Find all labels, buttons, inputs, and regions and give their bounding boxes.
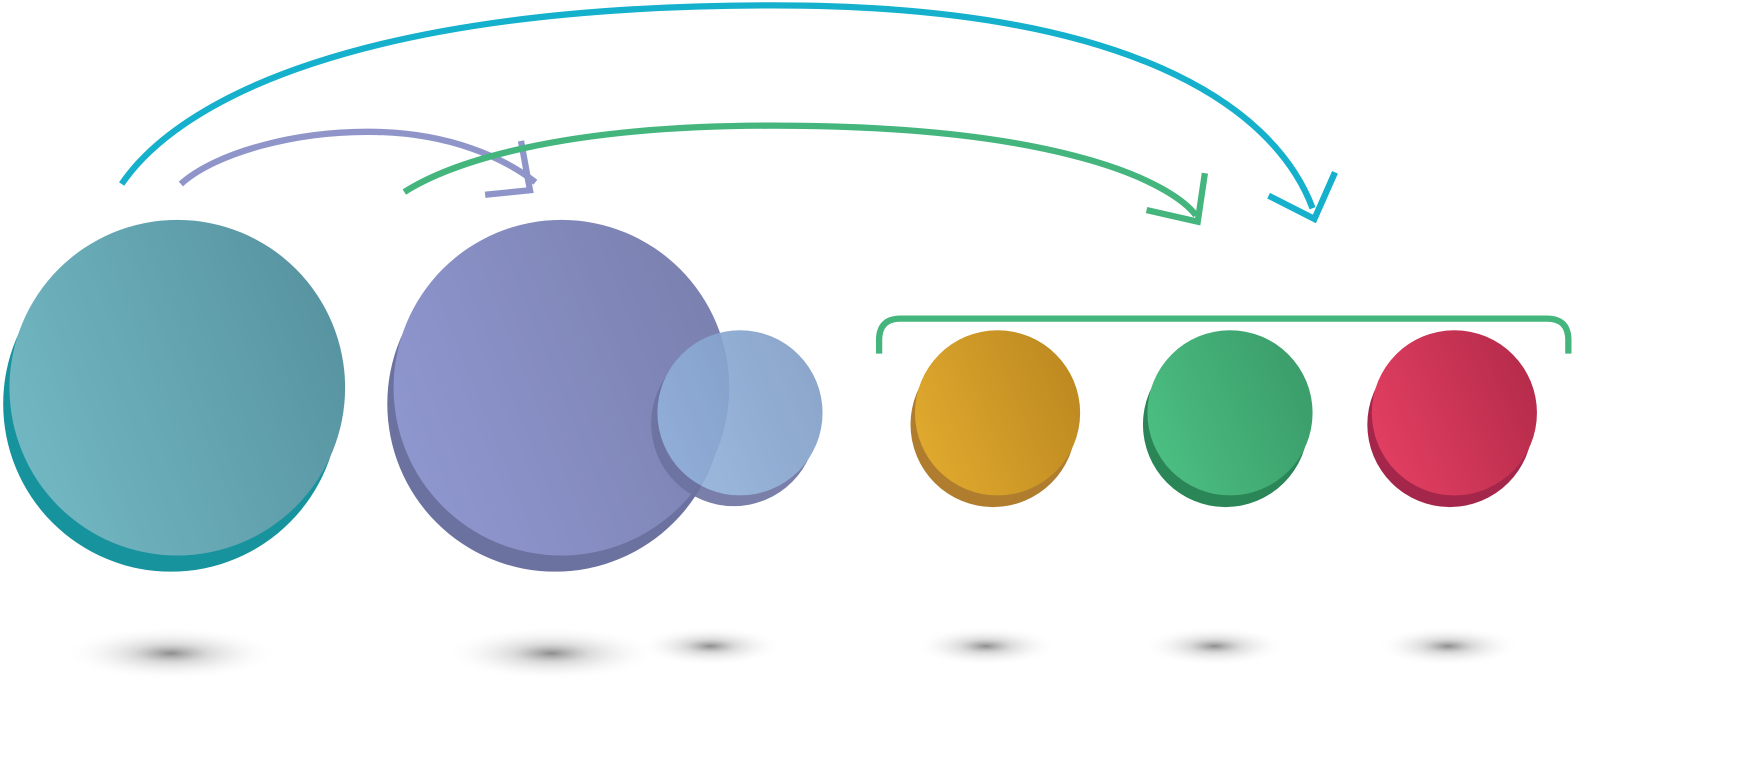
- teal-ground-shadow: [63, 626, 279, 681]
- gold-ground-shadow: [914, 626, 1058, 666]
- purple-arrowhead-icon: [484, 140, 534, 198]
- blue-circle-face: [657, 330, 823, 496]
- purple-arc-arrow: [178, 128, 538, 187]
- gold-circle-face: [915, 330, 1081, 496]
- blue-ground-shadow: [638, 626, 783, 666]
- circle-nodes: [3, 219, 1537, 572]
- group-bracket: [875, 315, 1572, 354]
- teal-arrowhead-icon: [1267, 171, 1338, 224]
- green-ground-shadow: [1142, 626, 1287, 666]
- teal-circle-face: [9, 219, 346, 556]
- green-arrowhead-icon: [1145, 172, 1208, 226]
- red-ground-shadow: [1376, 626, 1520, 666]
- green-circle-node: [1142, 330, 1313, 508]
- green-circle-face: [1147, 330, 1313, 496]
- green-arc-arrow: [402, 122, 1199, 218]
- purple-ground-shadow: [443, 626, 660, 681]
- purple-circle-node: [387, 219, 730, 572]
- gold-circle-node: [910, 330, 1081, 508]
- teal-arc-arrow: [119, 2, 1316, 210]
- connectors: [119, 2, 1572, 354]
- red-circle-face: [1371, 330, 1537, 496]
- teal-circle-node: [3, 219, 346, 572]
- red-circle-node: [1367, 330, 1537, 508]
- purple-circle-face: [393, 219, 730, 556]
- ground-shadows: [63, 626, 1520, 681]
- blue-circle-node: [651, 330, 823, 507]
